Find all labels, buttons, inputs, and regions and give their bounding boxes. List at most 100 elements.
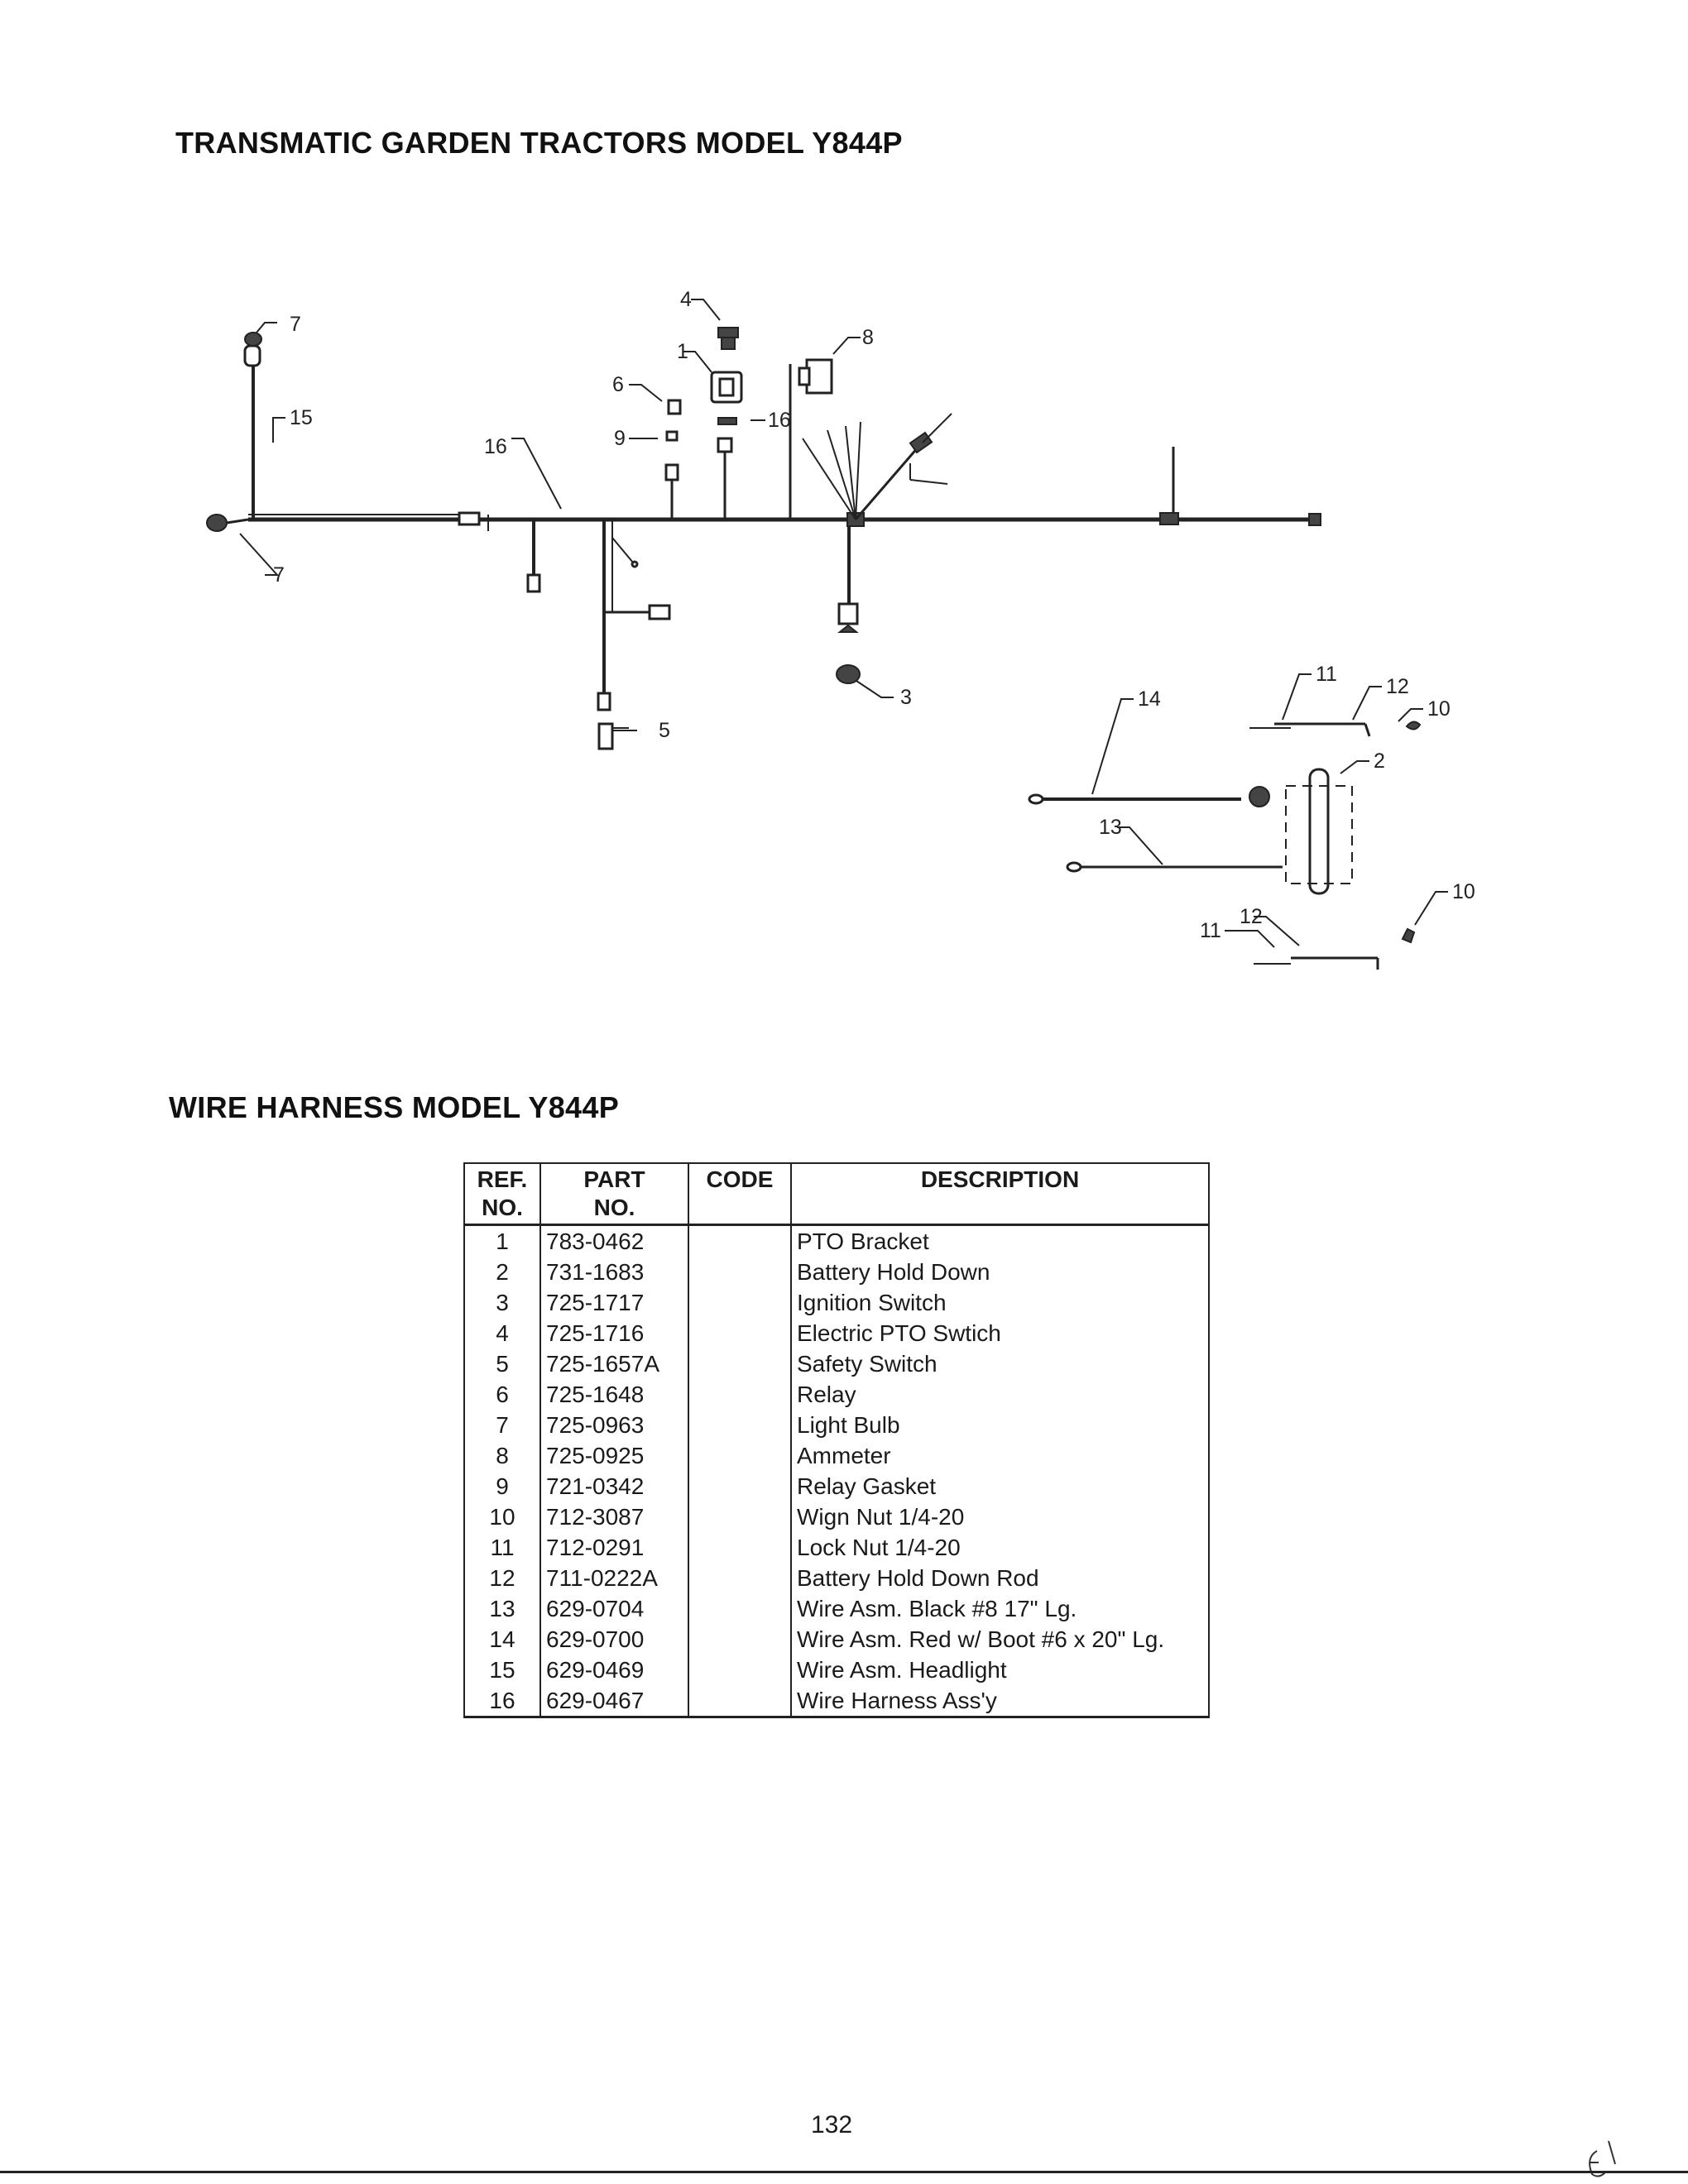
cell-description: Lock Nut 1/4-20 [790, 1532, 1210, 1563]
cell-part-no: 629-0700 [539, 1624, 689, 1655]
cell-part-no: 725-1716 [539, 1318, 689, 1348]
cell-ref: 11 [463, 1532, 541, 1563]
callout-16-left: 16 [484, 435, 507, 458]
callout-13: 13 [1099, 816, 1122, 839]
callout-11-bottom: 11 [1200, 919, 1221, 942]
callout-4: 4 [680, 288, 692, 311]
cell-part-no: 725-1717 [539, 1287, 689, 1318]
cell-ref: 2 [463, 1257, 541, 1287]
callout-5: 5 [659, 719, 670, 742]
cell-part-no: 725-0925 [539, 1440, 689, 1471]
cell-ref: 4 [463, 1318, 541, 1348]
cell-code [688, 1287, 792, 1318]
cell-description: Electric PTO Swtich [790, 1318, 1210, 1348]
callout-11-top: 11 [1316, 663, 1337, 686]
cell-ref: 10 [463, 1502, 541, 1532]
callout-7-bottom: 7 [273, 563, 285, 587]
cell-part-no: 711-0222A [539, 1563, 689, 1593]
main-harness [206, 327, 1321, 750]
cell-ref: 5 [463, 1348, 541, 1379]
cell-ref: 9 [463, 1471, 541, 1502]
cell-description: Relay Gasket [790, 1471, 1210, 1502]
cell-description: Wire Harness Ass'y [790, 1685, 1210, 1718]
cell-part-no: 725-1648 [539, 1379, 689, 1410]
cell-part-no: 629-0467 [539, 1685, 689, 1718]
header-code: CODE [688, 1162, 792, 1226]
cell-ref: 7 [463, 1410, 541, 1440]
cell-part-no: 629-0704 [539, 1593, 689, 1624]
cell-ref: 3 [463, 1287, 541, 1318]
cell-description: Light Bulb [790, 1410, 1210, 1440]
callout-10-top: 10 [1427, 697, 1451, 721]
cell-description: Wire Asm. Red w/ Boot #6 x 20" Lg. [790, 1624, 1210, 1655]
cell-description: Wign Nut 1/4-20 [790, 1502, 1210, 1532]
cell-code [688, 1593, 792, 1624]
cell-code [688, 1563, 792, 1593]
cell-code [688, 1624, 792, 1655]
cell-ref: 6 [463, 1379, 541, 1410]
callout-8: 8 [862, 326, 874, 349]
callout-16-right: 16 [768, 409, 791, 432]
page-number: 132 [811, 2111, 853, 2138]
cell-description: Ignition Switch [790, 1287, 1210, 1318]
cell-description: Relay [790, 1379, 1210, 1410]
cell-part-no: 712-3087 [539, 1502, 689, 1532]
header-description: DESCRIPTION [790, 1162, 1210, 1226]
cell-description: Battery Hold Down [790, 1257, 1210, 1287]
callout-12-bottom: 12 [1240, 905, 1263, 928]
cell-description: Ammeter [790, 1440, 1210, 1471]
cell-code [688, 1224, 792, 1257]
cell-code [688, 1685, 792, 1718]
cell-ref: 16 [463, 1685, 541, 1718]
table-title: WIRE HARNESS MODEL Y844P [169, 1090, 620, 1124]
cell-ref: 15 [463, 1655, 541, 1685]
callout-1: 1 [677, 340, 688, 363]
cell-code [688, 1257, 792, 1287]
cell-ref: 13 [463, 1593, 541, 1624]
cell-part-no: 725-1657A [539, 1348, 689, 1379]
callout-3: 3 [900, 686, 912, 709]
wire-harness-diagram: 7 15 16 7 6 9 4 1 16 8 3 5 14 13 11 12 1… [206, 288, 1475, 970]
cell-part-no: 725-0963 [539, 1410, 689, 1440]
cell-ref: 8 [463, 1440, 541, 1471]
cell-ref: 1 [463, 1224, 541, 1257]
cell-description: Wire Asm. Black #8 17" Lg. [790, 1593, 1210, 1624]
cell-description: Wire Asm. Headlight [790, 1655, 1210, 1685]
cell-part-no: 721-0342 [539, 1471, 689, 1502]
cell-code [688, 1502, 792, 1532]
cell-code [688, 1440, 792, 1471]
cell-part-no: 629-0469 [539, 1655, 689, 1685]
callout-14: 14 [1138, 687, 1161, 711]
cell-description: Battery Hold Down Rod [790, 1563, 1210, 1593]
header-ref-no: REF. NO. [463, 1162, 541, 1226]
cell-description: PTO Bracket [790, 1224, 1210, 1257]
cell-code [688, 1410, 792, 1440]
callout-12-top: 12 [1386, 675, 1409, 698]
callout-7-top: 7 [290, 313, 301, 336]
cell-ref: 12 [463, 1563, 541, 1593]
footer-rule [0, 2171, 1688, 2173]
table-header-row: REF. NO. PART NO. CODE DESCRIPTION [463, 1162, 1210, 1226]
cell-code [688, 1471, 792, 1502]
cell-code [688, 1532, 792, 1563]
callout-10-bottom: 10 [1452, 880, 1475, 903]
callout-labels: 7 15 16 7 6 9 4 1 16 8 3 5 14 13 11 12 1… [273, 288, 1475, 942]
cell-code [688, 1318, 792, 1348]
cell-description: Safety Switch [790, 1348, 1210, 1379]
callout-6: 6 [612, 373, 624, 396]
callout-2: 2 [1374, 750, 1385, 773]
